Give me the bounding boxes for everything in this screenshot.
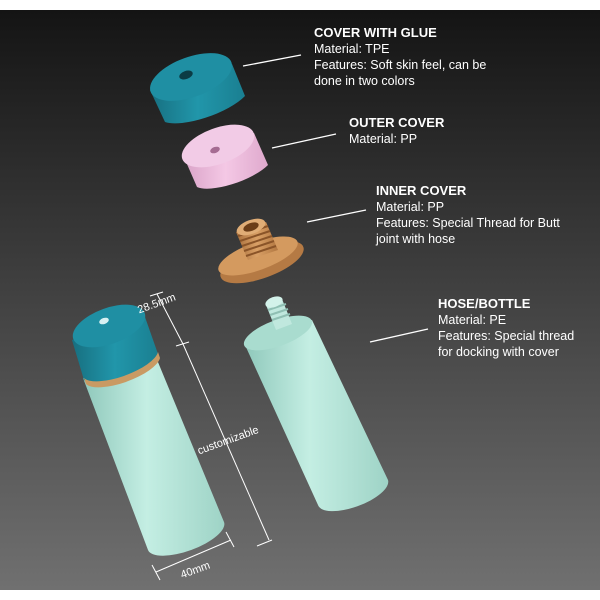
cover-with-glue: [150, 53, 245, 124]
inner-cover: [218, 218, 304, 284]
label-hose-bottle: HOSE/BOTTLE Material: PE Features: Speci…: [438, 296, 588, 360]
leader-inner-cover: [306, 209, 367, 223]
part-features-line: joint with hose: [376, 232, 456, 246]
leader-cover-with-glue: [242, 54, 302, 67]
part-title: HOSE/BOTTLE: [438, 296, 531, 311]
hose-bottle: [243, 296, 389, 512]
leader-lines: [242, 54, 429, 343]
part-material: Material: TPE: [314, 42, 390, 56]
dimension-lines: [149, 291, 273, 581]
part-material: Material: PP: [349, 132, 418, 146]
part-features-line: Features: Soft skin feel, can be: [314, 58, 487, 72]
part-features-line: Features: Special thread: [438, 329, 575, 343]
part-material: Material: PE: [438, 313, 507, 327]
background: [0, 10, 600, 590]
part-features-line: done in two colors: [314, 74, 415, 88]
part-features-line: Features: Special Thread for Butt: [376, 216, 560, 230]
part-material: Material: PP: [376, 200, 445, 214]
outer-cover: [181, 124, 268, 189]
label-inner-cover: INNER COVER Material: PP Features: Speci…: [376, 183, 581, 247]
leader-outer-cover: [271, 133, 337, 149]
label-cover-with-glue: COVER WITH GLUE Material: TPE Features: …: [314, 25, 514, 89]
leader-hose-bottle: [369, 328, 429, 343]
part-title: COVER WITH GLUE: [314, 25, 437, 40]
part-title: OUTER COVER: [349, 115, 445, 130]
part-features-line: for docking with cover: [438, 345, 559, 359]
part-title: INNER COVER: [376, 183, 467, 198]
label-outer-cover: OUTER COVER Material: PP: [349, 115, 509, 147]
assembled-tube: [72, 304, 225, 556]
